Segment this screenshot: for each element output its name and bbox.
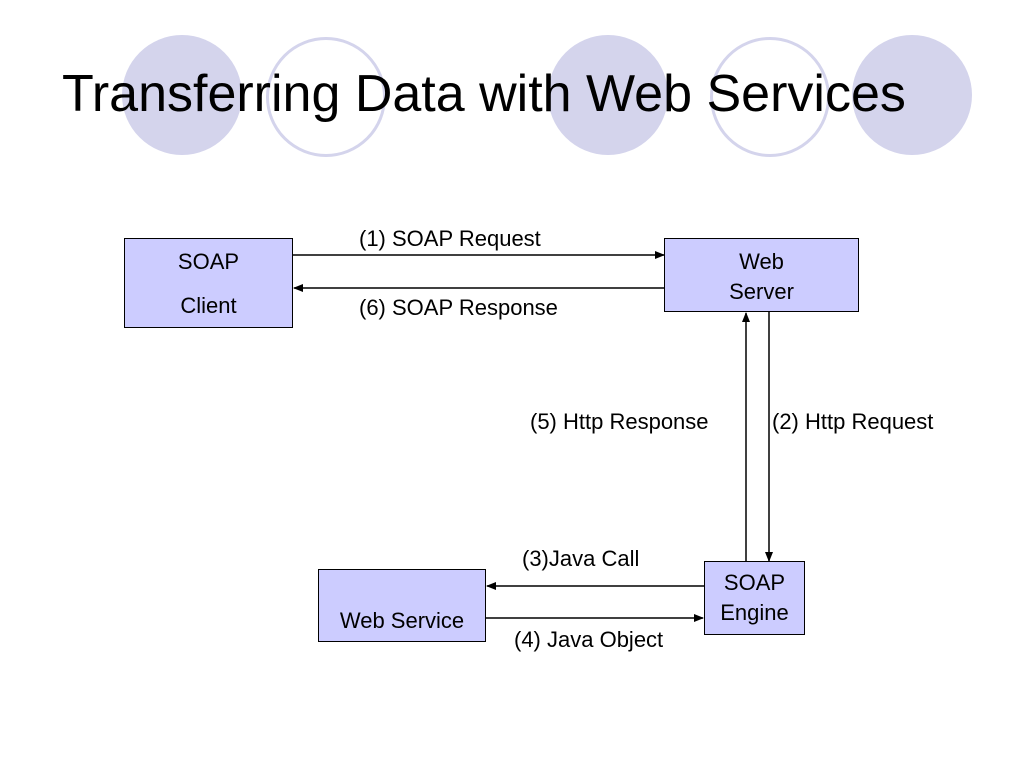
http-response-label: (5) Http Response bbox=[530, 409, 709, 434]
soap-response-label: (6) SOAP Response bbox=[359, 295, 558, 320]
soap-engine-node: SOAP Engine bbox=[704, 561, 805, 635]
decor-circle bbox=[852, 35, 972, 155]
decor-ring bbox=[266, 37, 386, 157]
soap-client-node: SOAP Client bbox=[124, 238, 293, 328]
decor-ring bbox=[710, 37, 830, 157]
http-request-label: (2) Http Request bbox=[772, 409, 934, 434]
web-server-label-line1: Web bbox=[739, 249, 784, 274]
web-server-label-line2: Server bbox=[729, 279, 794, 304]
soap-client-label-line2: Client bbox=[180, 293, 237, 318]
web-server-node: Web Server bbox=[664, 238, 859, 312]
java-call-label: (3)Java Call bbox=[522, 546, 640, 571]
web-service-node: Web Service bbox=[318, 569, 486, 642]
soap-engine-label-line1: SOAP bbox=[723, 570, 786, 595]
soap-client-label-line1: SOAP bbox=[177, 249, 240, 274]
soap-engine-label-line2: Engine bbox=[720, 600, 789, 625]
decor-circle bbox=[548, 35, 668, 155]
decor-circle bbox=[122, 35, 242, 155]
web-service-label: Web Service bbox=[339, 608, 465, 633]
slide-title: Transferring Data with Web Services bbox=[62, 65, 906, 123]
soap-request-label: (1) SOAP Request bbox=[359, 226, 541, 251]
java-object-label: (4) Java Object bbox=[514, 627, 664, 652]
